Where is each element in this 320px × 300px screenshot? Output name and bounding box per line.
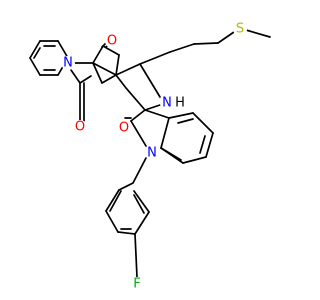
bond-9 <box>33 47 41 59</box>
bond-3 <box>57 40 69 59</box>
bond-56 <box>133 194 145 214</box>
bond-16 <box>79 75 92 84</box>
bond-25 <box>115 74 127 89</box>
molecule-structure: O O O N N H N S F <box>29 22 271 292</box>
bond-49 <box>105 189 120 212</box>
bond-32 <box>245 29 271 38</box>
bond-24 <box>139 63 161 98</box>
bond-22 <box>101 74 117 84</box>
bond-48 <box>118 182 134 191</box>
bond-53 <box>133 190 150 213</box>
bonds <box>29 29 271 278</box>
bond-6 <box>29 57 41 76</box>
atom-f-fluoro: F <box>130 277 144 292</box>
bond-14 <box>92 62 117 76</box>
svg-text:S: S <box>236 22 244 37</box>
bond-36 <box>144 109 170 119</box>
bond-37 <box>130 120 147 147</box>
svg-text:N: N <box>162 96 172 111</box>
bond-47 <box>132 157 147 184</box>
bond-15 <box>70 69 81 84</box>
bond-33 <box>130 109 146 122</box>
atom-o-upper: O <box>105 34 119 49</box>
bond-44 <box>177 118 194 124</box>
svg-text:F: F <box>133 277 140 292</box>
bond-52 <box>134 211 150 235</box>
svg-text:N: N <box>63 56 73 71</box>
bond-13 <box>115 54 120 76</box>
bond-21 <box>92 62 103 84</box>
bond-29 <box>169 43 195 53</box>
svg-text:O: O <box>107 34 117 49</box>
bond-31 <box>217 31 235 44</box>
bond-46 <box>160 147 182 161</box>
bond-23 <box>115 63 141 76</box>
bond-54 <box>109 190 122 212</box>
atom-n-indole: N <box>145 146 159 161</box>
bond-26 <box>125 87 146 111</box>
bond-51 <box>117 231 136 235</box>
svg-text:H: H <box>175 96 185 111</box>
bond-41 <box>205 132 214 158</box>
atom-n-imide: N <box>61 56 75 71</box>
svg-text:N: N <box>147 146 157 161</box>
bond-42 <box>182 156 207 164</box>
bond-27 <box>144 104 161 111</box>
bond-1 <box>29 40 41 59</box>
bond-45 <box>199 135 206 154</box>
bond-57 <box>134 233 138 278</box>
atom-labels: O O O N N H N S F <box>61 22 247 292</box>
bond-50 <box>105 210 119 233</box>
atom-o-lower: O <box>73 120 87 135</box>
bond-38 <box>160 117 170 149</box>
bond-39 <box>168 112 194 119</box>
atom-s-thioether: S <box>233 22 247 37</box>
svg-text:O: O <box>75 120 85 135</box>
svg-text:O: O <box>119 121 129 136</box>
bond-28 <box>139 51 171 65</box>
atom-n-pyrrolidine: N <box>160 96 174 111</box>
atom-h-pyrrolidine: H <box>174 96 186 111</box>
bond-40 <box>192 112 214 134</box>
bond-30 <box>193 42 219 45</box>
atom-o-oxindole: O <box>117 121 131 136</box>
bond-11 <box>92 45 104 64</box>
